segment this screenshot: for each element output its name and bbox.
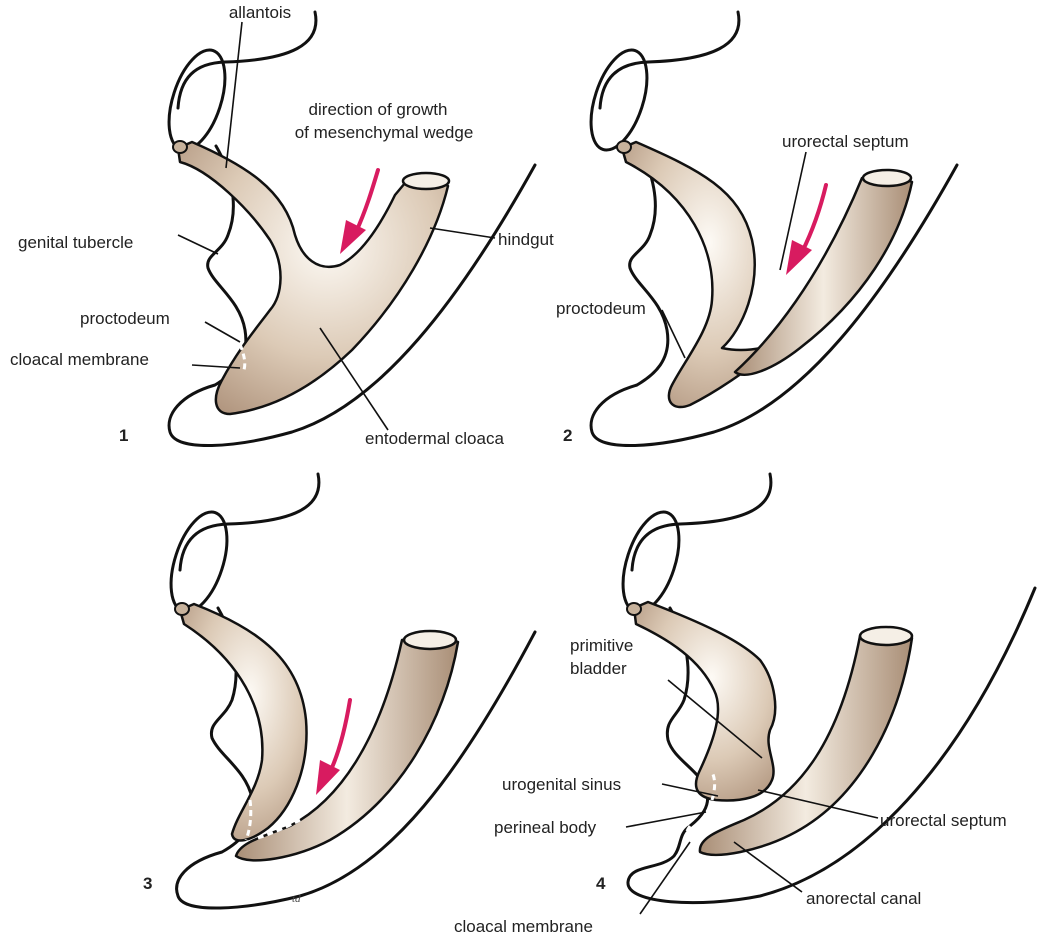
label-proctodeum: proctodeum — [80, 309, 170, 328]
urogenital-channel-shape — [180, 604, 307, 841]
label-primitive-line2: bladder — [570, 659, 627, 678]
artist-signature: td — [292, 893, 301, 905]
label-perineal-body: perineal body — [494, 818, 597, 837]
label-hindgut: hindgut — [498, 230, 554, 249]
allantois-tip — [173, 141, 187, 153]
body-wall-outline — [632, 474, 771, 570]
label-direction-line1: direction of growth — [309, 100, 448, 119]
label-cloacal-membrane: cloacal membrane — [10, 350, 149, 369]
label-genital-tubercle: genital tubercle — [18, 233, 133, 252]
label-proctodeum: proctodeum — [556, 299, 646, 318]
body-wall-outline — [178, 12, 316, 108]
leader-genital-tubercle — [178, 235, 218, 254]
primitive-bladder-shape — [634, 602, 775, 800]
leader-perineal-body — [626, 812, 706, 827]
allantois-tip — [617, 141, 631, 153]
panel-number-2: 2 — [563, 426, 572, 445]
panel-1: allantois direction of growth of mesench… — [10, 3, 554, 448]
label-urorectal-septum: urorectal septum — [782, 132, 909, 151]
umbilical-opening — [160, 505, 238, 619]
growth-direction-arrow — [356, 170, 378, 232]
panel-number-1: 1 — [119, 426, 128, 445]
label-urorectal-septum: urorectal septum — [880, 811, 1007, 830]
body-wall-outline — [600, 12, 739, 108]
panel-4: primitive bladder urogenital sinus urore… — [454, 474, 1035, 936]
hindgut-shape — [735, 177, 912, 375]
growth-direction-arrow — [330, 700, 350, 772]
hindgut-lumen — [860, 627, 912, 645]
label-direction-line2: of mesenchymal wedge — [295, 123, 474, 142]
hindgut-lumen — [403, 173, 449, 189]
leader-hindgut — [430, 228, 495, 238]
umbilical-opening — [612, 505, 690, 619]
panel-3: 3 td — [143, 474, 535, 908]
label-allantois: allantois — [229, 3, 291, 22]
growth-direction-arrow — [802, 185, 826, 252]
label-entodermal-cloaca: entodermal cloaca — [365, 429, 504, 448]
hindgut-lumen — [404, 631, 456, 649]
allantois-tip — [175, 603, 189, 615]
label-anorectal-canal: anorectal canal — [806, 889, 921, 908]
leader-anorectal-canal — [734, 842, 802, 892]
panel-number-3: 3 — [143, 874, 152, 893]
body-wall-outline — [180, 474, 319, 570]
hindgut-lumen — [863, 170, 911, 186]
label-primitive-line1: primitive — [570, 636, 633, 655]
umbilical-opening — [158, 43, 236, 157]
panel-2: urorectal septum proctodeum 2 — [556, 12, 957, 446]
leader-allantois — [226, 22, 242, 168]
umbilical-opening — [580, 43, 658, 157]
allantois-tip — [627, 603, 641, 615]
growth-direction-arrowhead — [786, 240, 812, 275]
label-cloacal-membrane: cloacal membrane — [454, 917, 593, 936]
panel-number-4: 4 — [596, 874, 606, 893]
label-urogenital-sinus: urogenital sinus — [502, 775, 621, 794]
leader-proctodeum — [205, 322, 240, 342]
